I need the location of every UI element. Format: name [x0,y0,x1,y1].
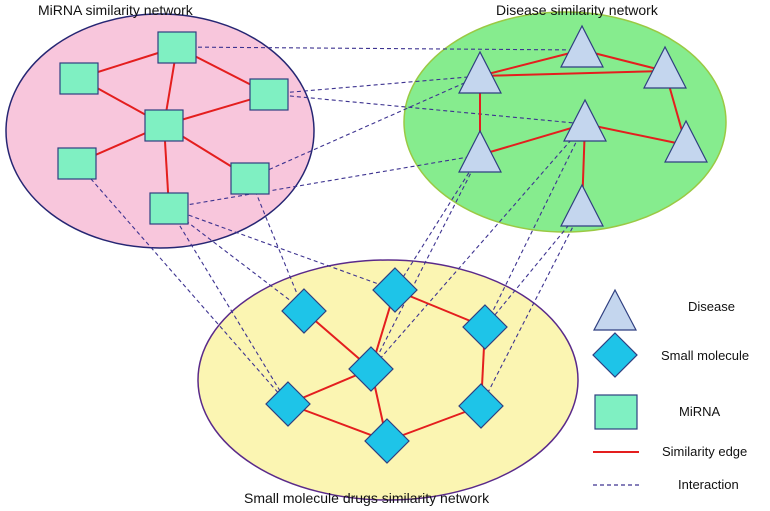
legend-interaction-label: Interaction [678,477,739,492]
mirna-node [57,147,97,180]
interaction-edge [484,208,583,328]
legend-disease-triangle [593,288,637,331]
disease-node [458,50,502,94]
interaction-edge [268,93,586,125]
interaction-edge [480,208,583,407]
mirna-node [144,109,184,142]
small-molecule-node [462,304,508,350]
interaction-edge [176,46,583,51]
legend: Disease Small molecule MiRNA Similarity … [592,288,749,492]
similarity-edge [584,123,687,146]
interaction-edge [168,207,396,291]
disease-network-title: Disease similarity network [496,2,659,18]
small-molecule-node [265,381,311,427]
mirna-network-title: MiRNA similarity network [38,2,194,18]
interaction-edge [168,154,481,209]
interaction-edge [394,154,481,291]
interaction-edge [76,162,289,405]
interaction-edge [370,154,481,370]
interaction-edge [370,123,586,370]
legend-small-molecule-diamond [592,332,638,378]
mirna-node [230,162,270,195]
similarity-edge [479,70,666,77]
similarity-edge [479,123,586,156]
interaction-edge [168,207,305,312]
mirna-node [149,192,189,225]
mirna-node [157,31,197,64]
interaction-edge [168,207,289,405]
disease-node [664,119,708,163]
legend-disease-label: Disease [688,299,735,314]
small-molecule-node [372,267,418,313]
interaction-edge [268,75,481,95]
mirna-node [59,62,99,95]
legend-mirna-square [594,394,638,430]
mirna-node [249,78,289,111]
disease-node [560,183,604,227]
disease-node [560,24,604,68]
similarity-edge [479,49,583,77]
interaction-edge [249,177,305,312]
small-molecule-node [458,383,504,429]
disease-node [563,98,607,142]
interaction-edge [484,123,586,328]
legend-mirna-label: MiRNA [679,404,720,419]
disease-node [643,45,687,89]
disease-node [458,129,502,173]
legend-small-molecule-label: Small molecule [661,348,749,363]
small-molecule-node [364,418,410,464]
legend-similarity-label: Similarity edge [662,444,747,459]
small-molecule-node [348,346,394,392]
interaction-edges [76,46,586,407]
nodes [57,24,708,464]
drug-network-title: Small molecule drugs similarity network [244,490,490,506]
small-molecule-node [281,288,327,334]
